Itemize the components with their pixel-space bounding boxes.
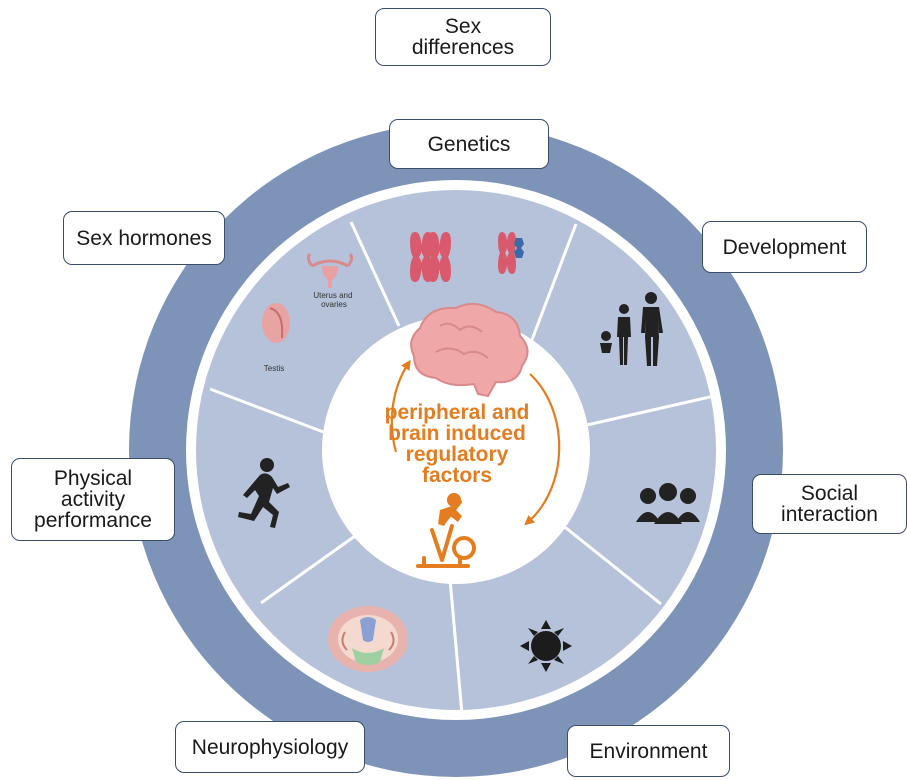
factor-development: Development [702,221,867,273]
group-people-icon [636,483,700,524]
factor-genetics: Genetics [389,119,549,169]
testis-caption: Testis [264,364,284,373]
factor-sex-hormones: Sex hormones [63,211,225,265]
cycle-arrow-icon [390,359,411,453]
runner-icon [238,458,290,528]
factor-neurophysiology: Neurophysiology [175,721,365,773]
testis-icon [262,303,290,343]
center-label: peripheral and brain induced regulatory … [384,401,530,487]
segment-dividers [209,221,715,715]
brain-section-icon [328,606,408,672]
cycle-arrow-icon-return [524,373,561,526]
title-box: Sex differences [375,8,551,66]
factor-environment: Environment [567,725,730,777]
uterus-icon [306,252,354,288]
factor-social-interaction: Social interaction [752,474,907,534]
factor-physical-activity: Physical activity performance [11,458,175,541]
chromosome-x-pair-icon [410,232,451,282]
sun-icon [520,620,572,672]
center-disk [322,316,590,584]
uterus-caption-line-1: Uterus and [313,291,352,300]
brain-icon [410,302,529,398]
uterus-caption-line-2: ovaries [321,300,347,309]
family-silhouette-icon [600,292,663,366]
exercise-bike-rider [438,493,462,526]
chromosome-xy-icon [498,232,524,274]
uterus-caption: Uterus and ovaries [313,291,354,309]
